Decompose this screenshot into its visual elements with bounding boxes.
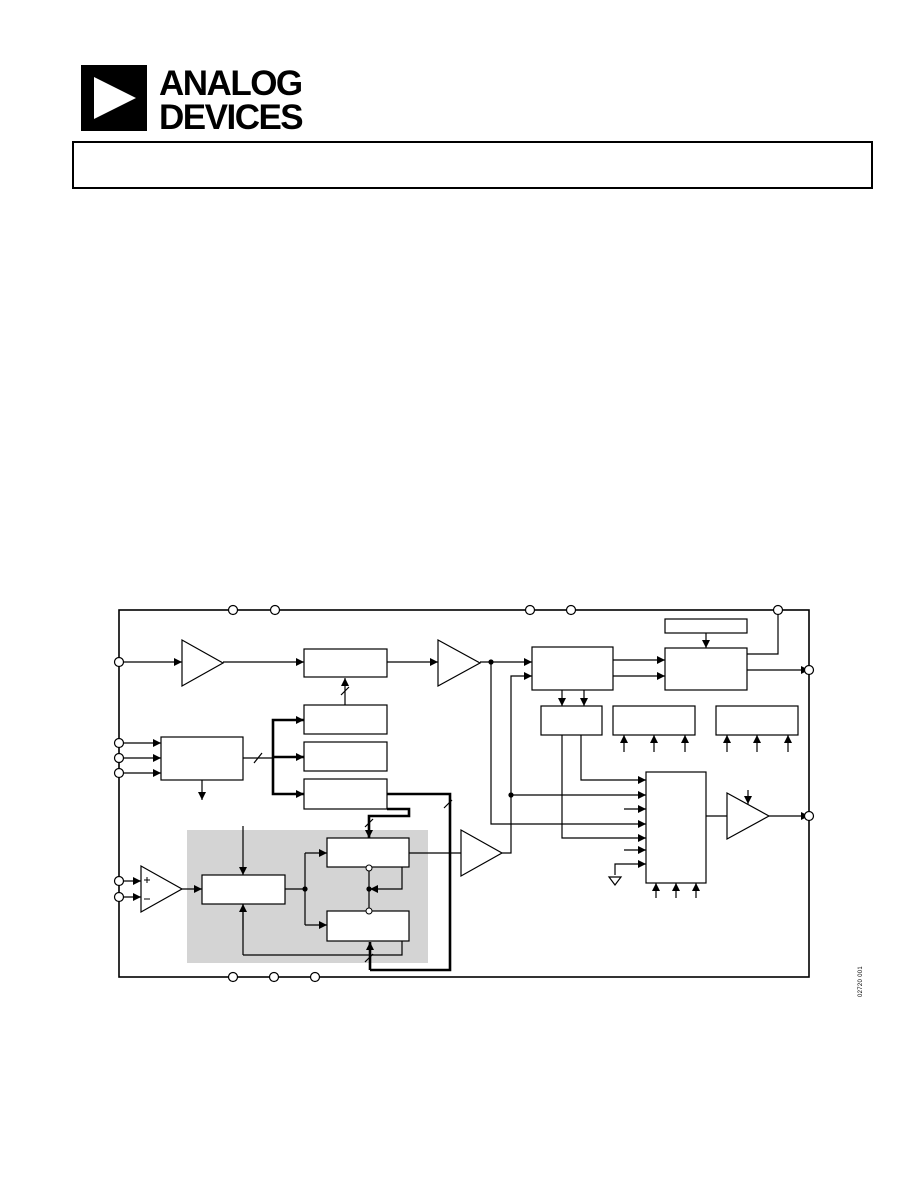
comparator	[140, 864, 184, 914]
pin	[113, 875, 125, 887]
pin	[113, 737, 125, 749]
pin	[113, 891, 125, 903]
pin	[227, 971, 239, 983]
junction-dot	[302, 886, 308, 892]
wire	[580, 735, 646, 784]
bus	[370, 792, 452, 972]
block-output-driver	[664, 647, 748, 691]
node-circle	[365, 907, 373, 915]
block-register-2	[715, 705, 799, 736]
pin	[565, 604, 577, 616]
wire	[747, 610, 779, 655]
output-amplifier	[726, 791, 771, 841]
pin	[524, 604, 536, 616]
amplifier-3	[460, 828, 504, 878]
block-detector	[201, 874, 286, 905]
wire	[502, 672, 532, 854]
junction-dot	[366, 886, 372, 892]
input-amplifier	[181, 638, 225, 688]
pin	[309, 971, 321, 983]
pin	[803, 810, 815, 822]
block-processor	[531, 646, 614, 691]
pin	[113, 752, 125, 764]
pin	[269, 604, 281, 616]
pin	[803, 664, 815, 676]
bus	[271, 758, 304, 798]
pin	[268, 971, 280, 983]
logo-triangle-icon	[94, 77, 136, 119]
block-lower-counter	[326, 910, 410, 942]
brand-line2: DEVICES	[159, 98, 302, 132]
pin	[113, 767, 125, 779]
chip-outline	[118, 609, 810, 978]
wire	[614, 860, 646, 875]
bus-slash	[253, 752, 263, 764]
wire	[490, 662, 646, 828]
bus-slash	[443, 799, 453, 809]
wire	[561, 735, 646, 842]
block-upper-counter	[326, 837, 410, 868]
block-stack-2	[303, 741, 388, 772]
figure-code: 02720 001	[858, 965, 864, 997]
node-circle	[365, 864, 373, 872]
junction-dot	[488, 659, 494, 665]
block-small	[540, 705, 603, 736]
block-multiplexer	[645, 771, 707, 884]
block-decoder	[160, 736, 244, 781]
pin	[227, 604, 239, 616]
title-box	[72, 141, 873, 189]
junction-dot	[508, 792, 514, 798]
wire	[370, 867, 403, 893]
analog-devices-logo: ANALOG DEVICES	[81, 64, 304, 132]
bus	[271, 716, 304, 758]
ground-icon	[607, 876, 623, 886]
block-stack-3	[303, 778, 388, 810]
block-stack-1	[303, 704, 388, 735]
amplifier-2	[437, 638, 482, 688]
wire	[243, 941, 403, 956]
block-register-1	[612, 705, 696, 736]
pin	[772, 604, 784, 616]
pin	[113, 656, 125, 668]
bus-slash	[340, 686, 350, 696]
brand-line1: ANALOG	[159, 64, 302, 103]
bus-slash	[364, 818, 374, 828]
block-top-1	[303, 648, 388, 678]
block-reference	[664, 618, 748, 634]
